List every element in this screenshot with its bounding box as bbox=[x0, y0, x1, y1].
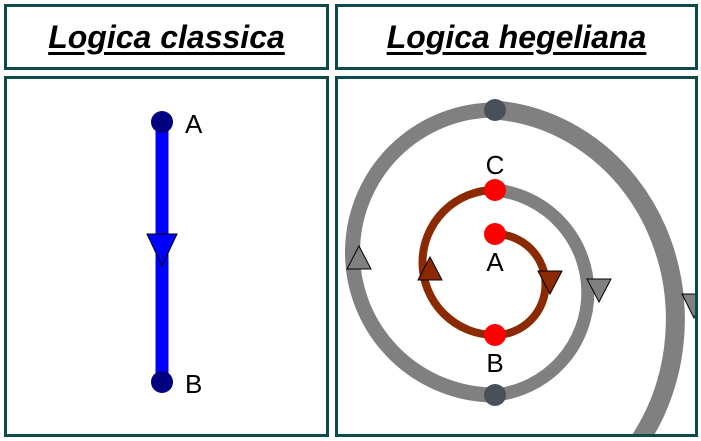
arrow-up-icon bbox=[346, 244, 372, 270]
spiral-gray-1 bbox=[494, 183, 595, 402]
label-c: C bbox=[486, 150, 505, 180]
spiral-gray-2 bbox=[345, 102, 496, 403]
label-b: B bbox=[185, 369, 202, 399]
point-a bbox=[151, 111, 173, 133]
point-b bbox=[151, 371, 173, 393]
title-classical: Logica classica bbox=[48, 18, 285, 55]
spiral-gray-3 bbox=[494, 100, 685, 434]
outer-point-bottom bbox=[484, 384, 506, 406]
point-a bbox=[484, 223, 506, 245]
arrow-down-icon bbox=[146, 233, 178, 268]
spiral-inner-2 bbox=[418, 186, 496, 339]
title-box-hegelian: Logica hegeliana bbox=[335, 4, 698, 70]
panel-hegelian bbox=[335, 76, 698, 437]
classical-diagram: A B bbox=[146, 109, 203, 399]
label-a: A bbox=[486, 247, 504, 277]
hegelian-diagram bbox=[345, 99, 695, 434]
point-b bbox=[484, 324, 506, 346]
arrow-down-icon bbox=[681, 293, 695, 320]
arrow-down-icon bbox=[586, 278, 612, 304]
arrow-up-icon bbox=[417, 255, 443, 281]
outer-point-top bbox=[484, 99, 506, 121]
arrow-down-icon bbox=[537, 270, 563, 296]
point-c bbox=[484, 179, 506, 201]
label-a: A bbox=[185, 109, 203, 139]
label-b: B bbox=[486, 348, 503, 378]
title-hegelian: Logica hegeliana bbox=[386, 18, 647, 55]
title-box-classical: Logica classica bbox=[4, 4, 329, 70]
